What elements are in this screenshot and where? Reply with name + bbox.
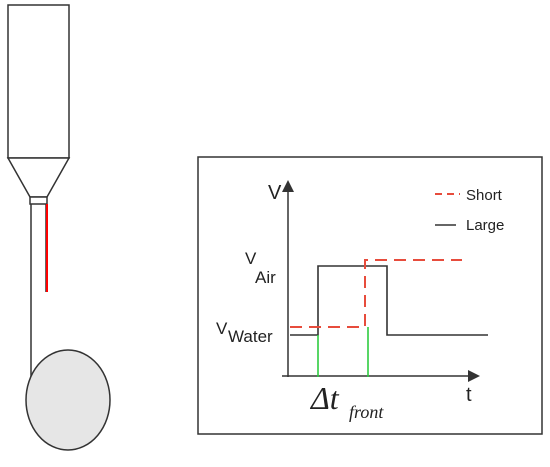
signal-large xyxy=(290,265,488,336)
graph-frame xyxy=(197,156,543,435)
legend-label-short: Short xyxy=(466,187,503,204)
v-water-label: V xyxy=(216,319,228,338)
v-water-subscript: Water xyxy=(228,327,273,346)
delta-t-subscript: front xyxy=(349,402,384,422)
drop xyxy=(25,349,111,451)
signal-short xyxy=(290,259,462,328)
x-axis-label: t xyxy=(466,384,472,406)
probe-neck xyxy=(29,196,48,205)
v-air-subscript: Air xyxy=(255,268,276,287)
legend: Short Large xyxy=(435,187,504,234)
probe xyxy=(6,4,111,451)
y-axis-label: V xyxy=(268,182,282,204)
probe-taper xyxy=(6,157,71,198)
legend-label-large: Large xyxy=(466,217,504,234)
probe-body xyxy=(7,4,70,159)
delta-t-label: Δt xyxy=(309,380,340,416)
v-air-label: V xyxy=(245,249,257,268)
